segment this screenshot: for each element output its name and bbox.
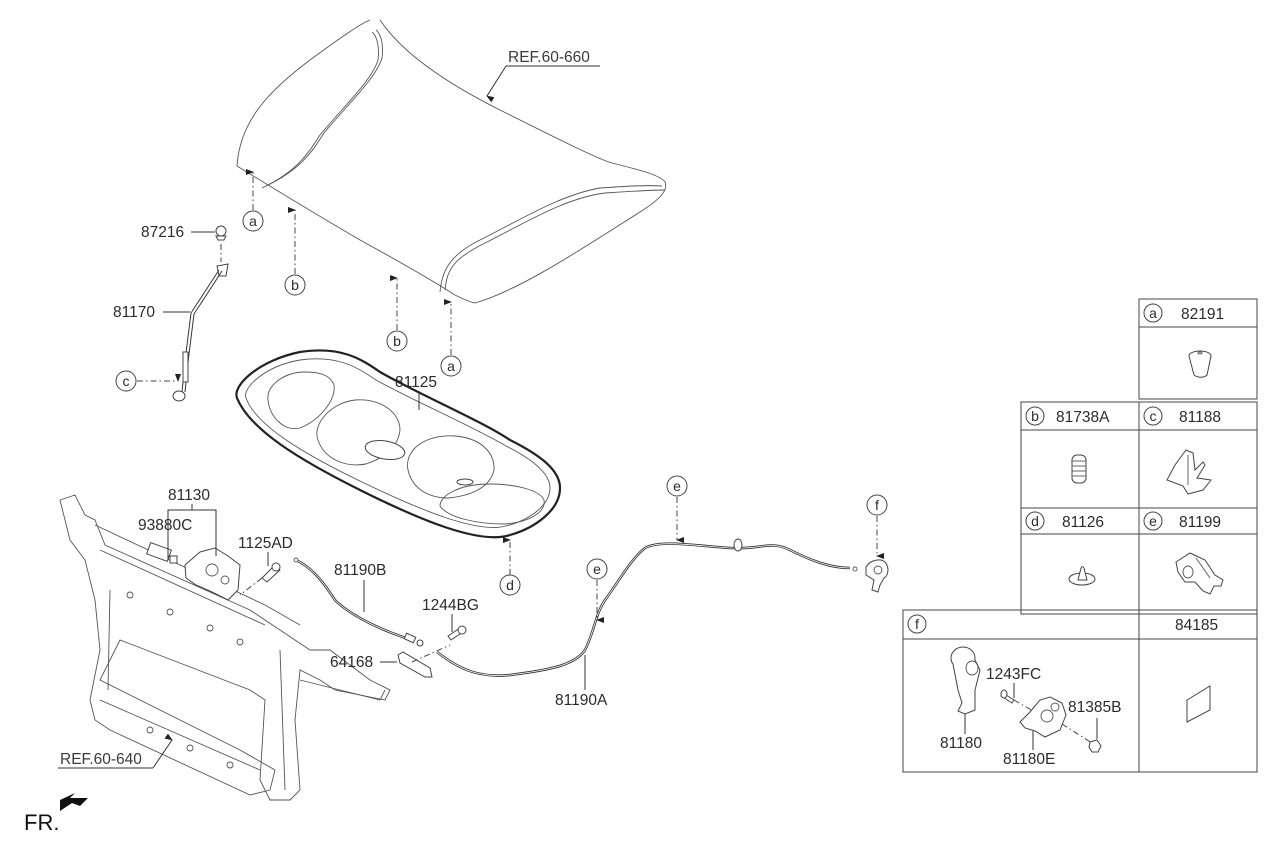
part-label-1125AD: 1125AD [238,535,293,552]
release-handle-assembly[interactable] [865,559,889,593]
hood-stay-rod[interactable] [172,225,229,402]
legend-part-1243FC: 1243FC [986,666,1041,683]
cable-clip-icon [1175,552,1224,595]
legend-part-82191: 82191 [1181,306,1224,323]
part-label-81190A: 81190A [555,692,608,709]
callout-a-1 [242,210,264,232]
svg-text:a: a [249,213,257,229]
svg-text:e: e [673,478,681,494]
legend-part-81126: 81126 [1062,514,1104,531]
cable-bracket-bolt[interactable] [447,625,467,641]
svg-text:b: b [1031,408,1039,424]
svg-text:d: d [1031,513,1039,529]
svg-text:d: d [506,577,514,593]
svg-text:e: e [593,561,601,577]
hood-latch[interactable] [184,547,241,601]
screw-icon [1000,689,1041,716]
hood-callouts: a b b a [242,169,462,377]
front-direction-indicator: FR. [24,793,88,835]
legend-cell-d: d 81126 [1025,511,1104,586]
legend-part-81199: 81199 [1179,514,1221,531]
svg-text:c: c [123,373,130,389]
part-label-64168: 64168 [330,654,373,671]
hood-panel[interactable] [236,19,667,304]
legend-part-81180E: 81180E [1003,751,1055,768]
front-end-carrier [59,494,391,801]
svg-text:c: c [1150,408,1157,424]
part-label-1244BG: 1244BG [422,597,479,614]
threaded-stopper-icon [1071,454,1087,484]
part-label-93880C: 93880C [138,517,192,534]
release-cable-main[interactable] [436,538,858,677]
legend-part-81738A: 81738A [1056,409,1110,426]
part-label-81125: 81125 [395,374,437,391]
legend-cell-b: b 81738A [1025,406,1110,484]
ref-carrier-label: REF.60-640 [60,751,142,768]
latch-bolt[interactable] [239,562,281,596]
svg-text:b: b [291,277,299,293]
part-label-81130: 81130 [168,487,210,504]
part-label-81190B: 81190B [334,562,386,579]
legend-cell-c: c 81188 [1143,406,1221,495]
svg-text:a: a [1149,305,1157,321]
rubber-bumper-icon [1188,350,1212,378]
release-cable-upper[interactable] [293,557,424,647]
bracket-icon [1019,696,1093,744]
ref-carrier-callout: REF.60-640 [58,733,173,769]
hood-latch-switch[interactable] [145,541,178,564]
svg-text:a: a [447,358,455,374]
ref-hood-label: REF.60-660 [508,49,590,66]
legend-part-81385B: 81385B [1068,699,1121,716]
hood-insulator-pad[interactable] [235,349,562,539]
svg-text:FR.: FR. [24,810,59,835]
legend-part-81180: 81180 [940,735,982,752]
callout-c-rod: c [115,370,181,392]
part-label-81170: 81170 [113,304,155,321]
release-handle-icon [950,646,981,715]
callout-b-2 [386,330,408,352]
part-label-87216: 87216 [141,224,184,241]
legend-table [902,298,1258,773]
svg-text:e: e [1149,513,1157,529]
svg-text:f: f [875,497,879,513]
legend-part-81188: 81188 [1179,409,1221,426]
ref-hood-callout: REF.60-660 [486,49,600,103]
push-pin-icon [1068,566,1096,586]
svg-text:b: b [393,333,401,349]
front-arrow-icon [60,793,88,811]
callout-f-handle: f [866,494,888,559]
callout-b-1 [284,274,306,296]
label-sticker-icon [1186,685,1211,723]
nut-icon [1088,739,1102,753]
legend-cell-a: a 82191 [1143,303,1224,378]
callout-a-2 [440,355,462,377]
callout-d-pad: d [499,537,521,596]
legend-part-84185: 84185 [1175,617,1218,634]
rod-clip-icon [1166,449,1212,495]
cable-bracket[interactable] [397,644,451,678]
callout-e-2: e [666,475,688,543]
legend-cell-e: e 81199 [1143,511,1224,595]
svg-text:f: f [915,616,919,632]
legend-cell-84185: 84185 [1175,617,1218,723]
legend-cell-f: f 81180 1243FC 81180E 81385B [907,614,1121,768]
callout-e-1: e [586,558,608,623]
